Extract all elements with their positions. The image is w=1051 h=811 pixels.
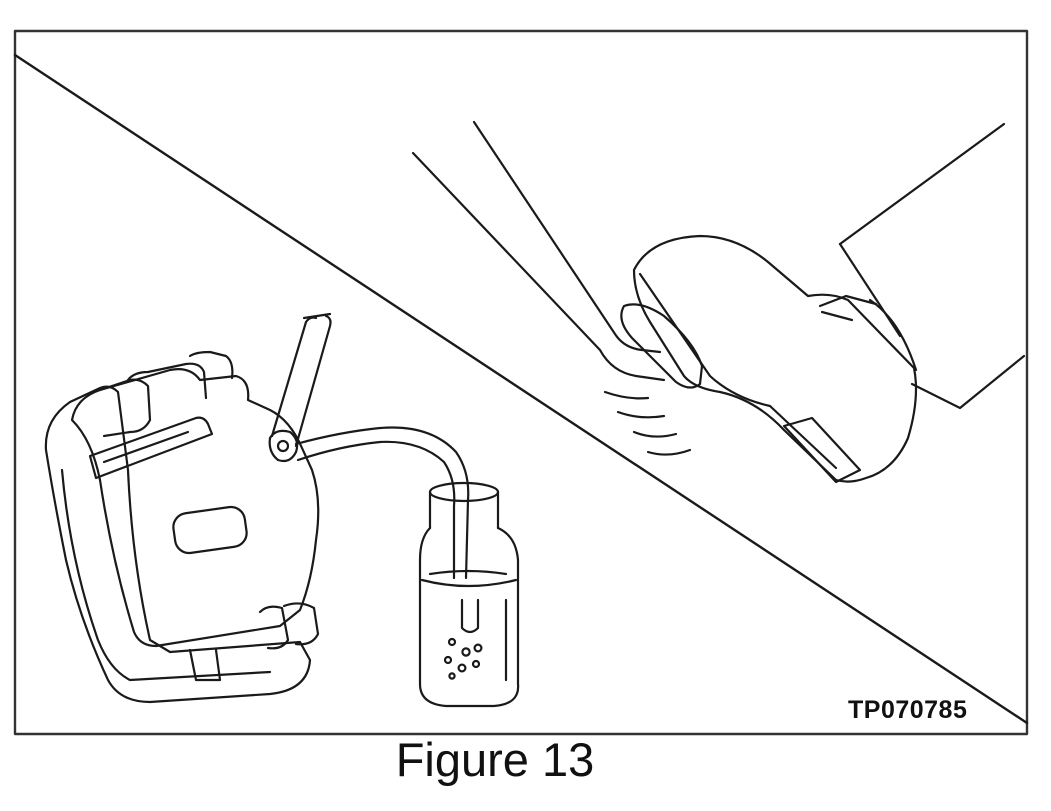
fluid-bottle-icon — [418, 481, 520, 708]
figure-caption: Figure 13 — [395, 733, 595, 786]
bleeder-hose — [294, 426, 470, 580]
brake-pedal-icon — [411, 120, 704, 456]
wrench-icon — [270, 312, 332, 448]
figure-frame — [13, 29, 1029, 736]
foot-shoe-icon — [632, 122, 1026, 484]
diagonal-divider — [13, 53, 1029, 725]
brake-caliper-icon — [44, 350, 320, 704]
reference-code: TP070785 — [848, 696, 968, 724]
